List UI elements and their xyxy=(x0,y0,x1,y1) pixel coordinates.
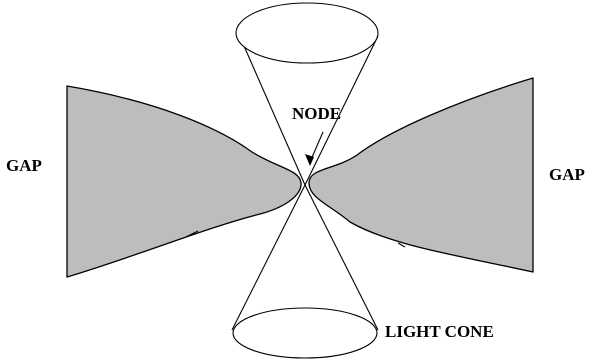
lower-cone-right-side xyxy=(304,184,379,331)
light-cone-label: LIGHT CONE xyxy=(385,322,494,341)
upper-cone-rim xyxy=(235,2,379,64)
gap-left-label: GAP xyxy=(6,156,42,175)
left-gap-region xyxy=(66,85,302,278)
gap-right-label: GAP xyxy=(549,165,585,184)
node-pointer-arrowhead xyxy=(305,154,314,166)
upper-cone-left-side xyxy=(236,29,306,186)
upper-cone-right-side xyxy=(304,35,379,186)
right-gap-tick xyxy=(397,242,406,248)
node-label: NODE xyxy=(292,104,341,123)
right-gap-region xyxy=(308,77,534,273)
lower-cone-rim xyxy=(232,307,378,359)
left-gap-tick xyxy=(185,230,199,238)
lower-cone-left-side xyxy=(231,184,306,331)
